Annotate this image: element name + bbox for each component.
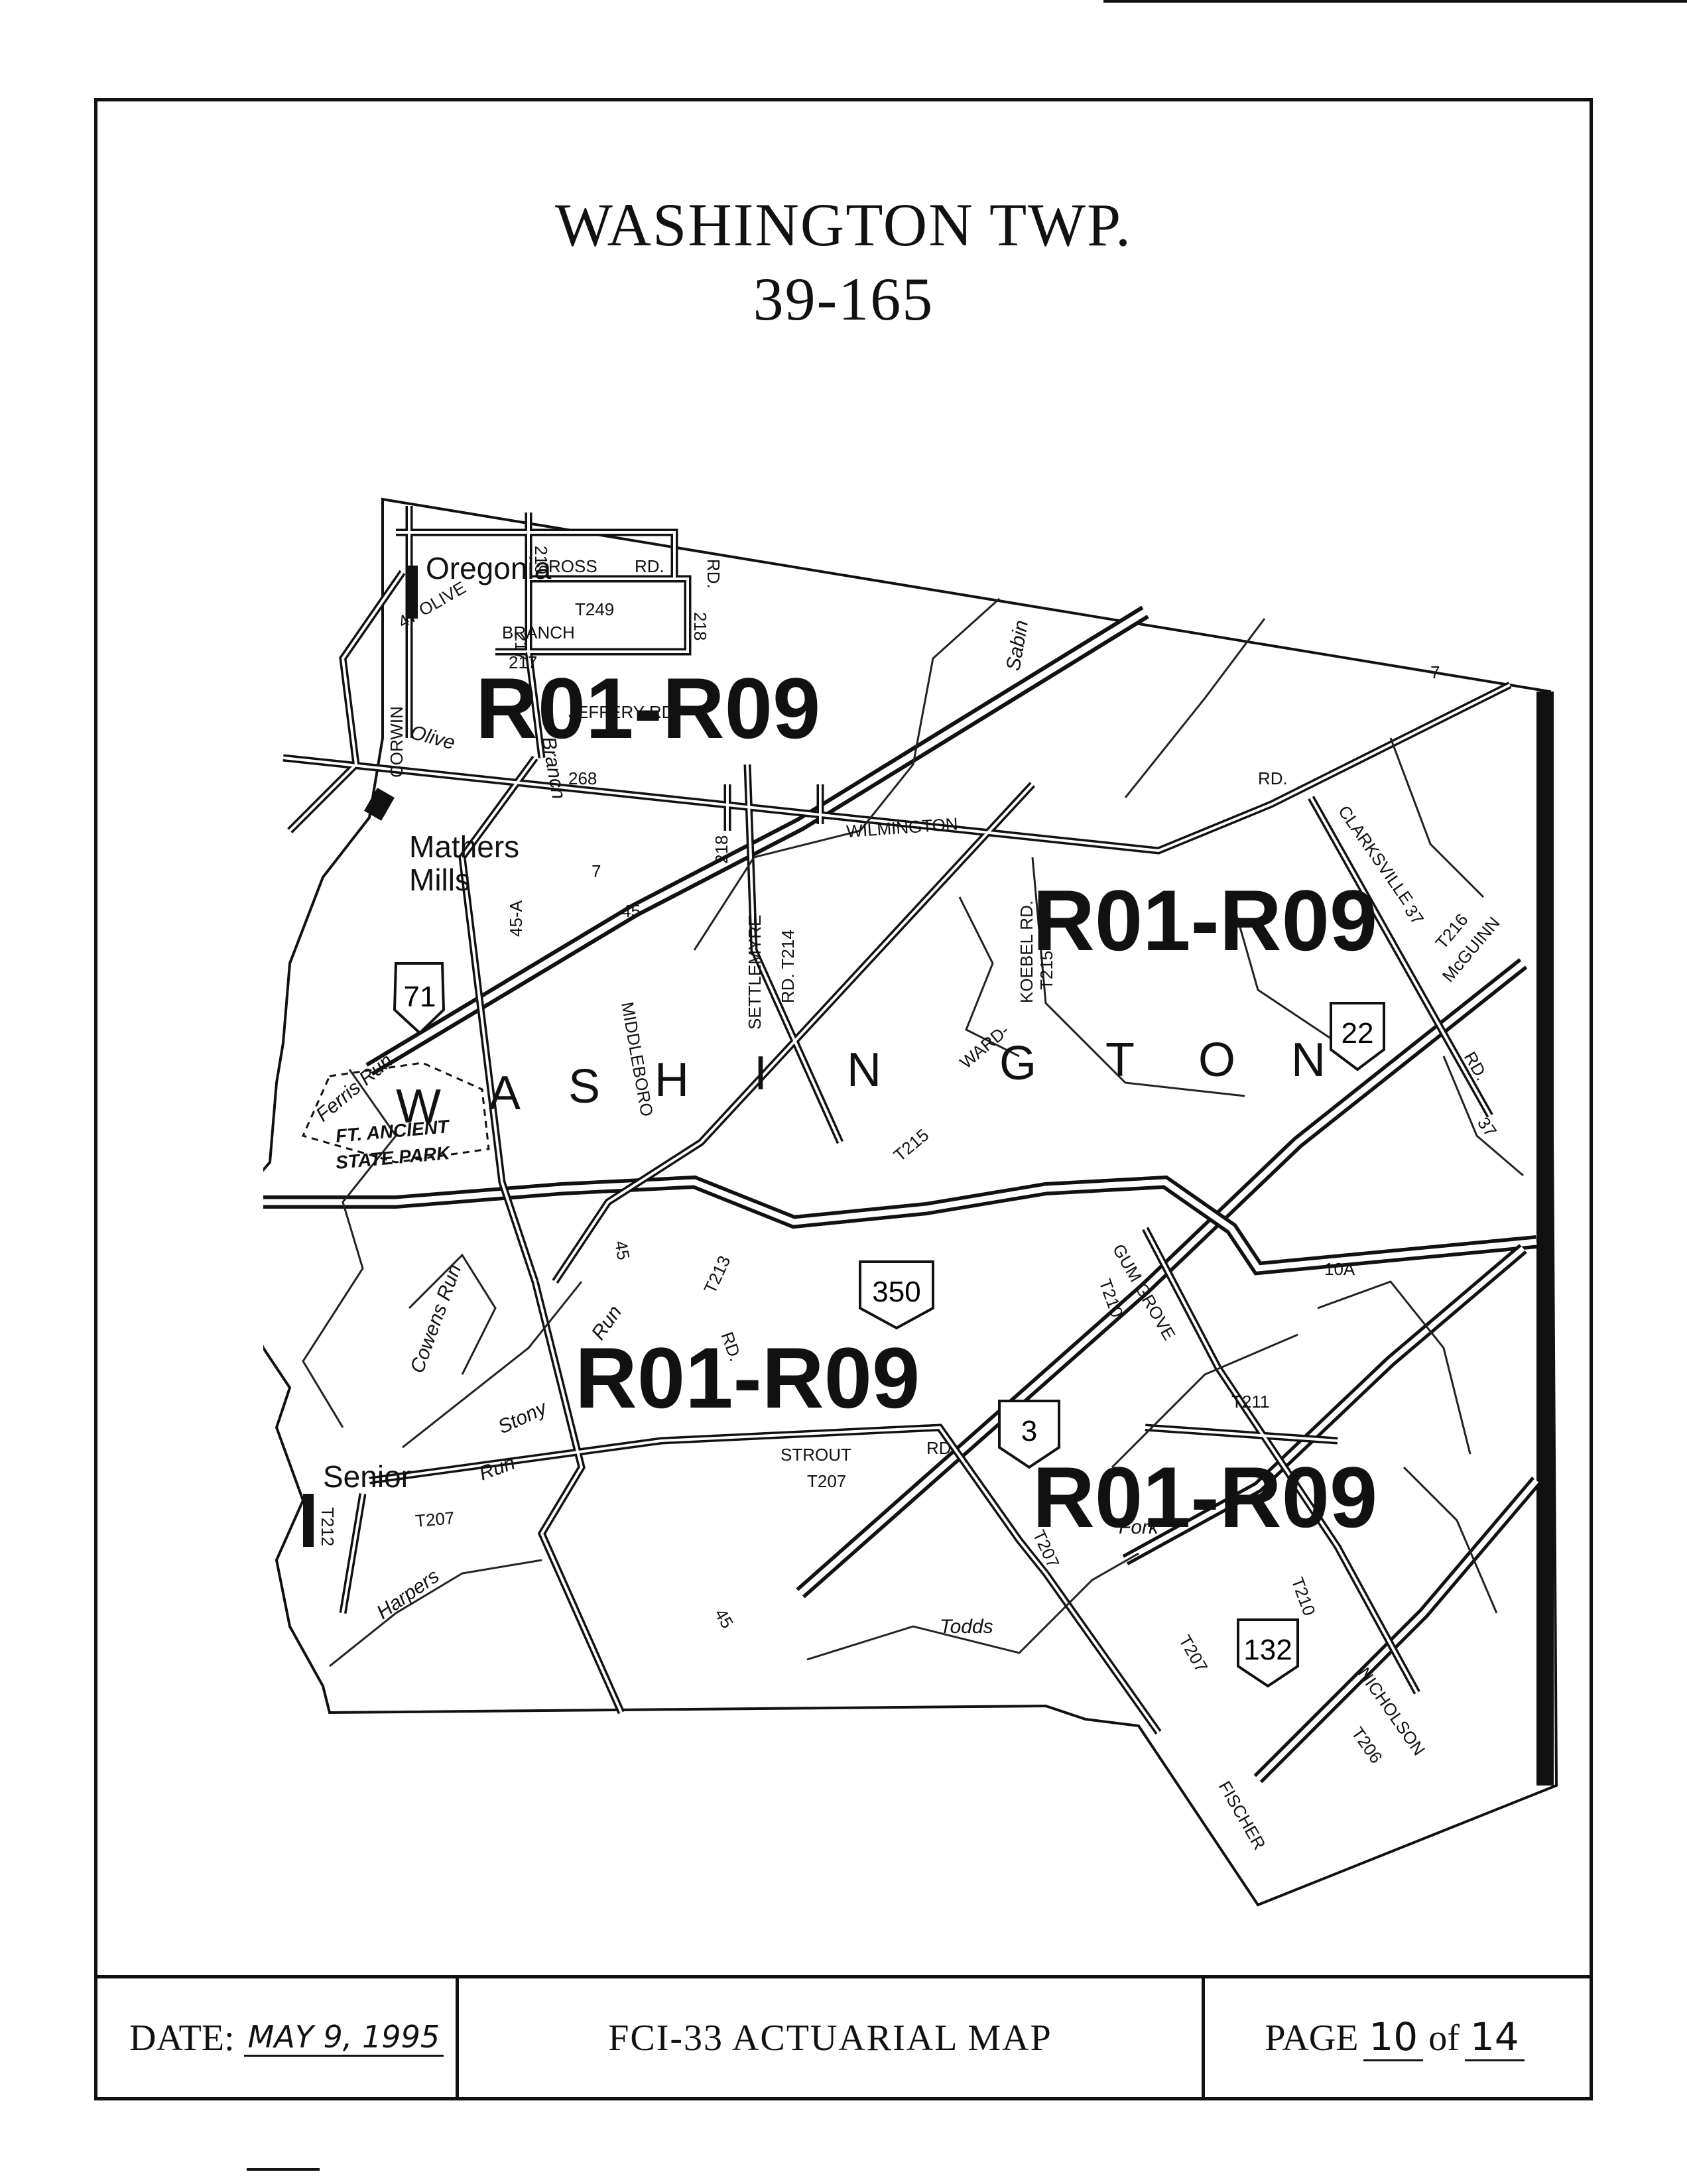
map-label: 218 xyxy=(712,835,731,864)
map-label: RD. T214 xyxy=(778,930,798,1003)
map-label: A xyxy=(489,1067,521,1120)
page-cell: PAGE 10 of 14 xyxy=(1205,1978,1590,2097)
map-label: 350 xyxy=(872,1276,920,1308)
map-label: W xyxy=(396,1080,441,1133)
map-label: 71 xyxy=(404,981,436,1013)
state-park-boundary xyxy=(301,1062,490,1164)
territory-code-4: R01-R09 xyxy=(1032,1449,1377,1546)
township-map: 71 22 350 3 132 R01-R09 R01-R09 R01-R09 … xyxy=(263,497,1558,1907)
map-label: ROSS xyxy=(548,556,597,576)
map-label: G xyxy=(999,1037,1036,1090)
county-line xyxy=(1536,692,1554,1786)
map-label: S xyxy=(568,1060,600,1113)
map-label: 217 xyxy=(511,632,531,660)
map-label: T xyxy=(1105,1034,1135,1087)
map-label: N xyxy=(1291,1034,1326,1087)
map-label: T207 xyxy=(414,1508,456,1531)
title-line-2: 39-165 xyxy=(753,265,934,333)
map-label: T207 xyxy=(807,1471,846,1491)
map-label: 10A xyxy=(1324,1259,1355,1279)
mathers-mills-marker xyxy=(364,788,395,821)
map-footer: DATE: MAY 9, 1995 FCI-33 ACTUARIAL MAP P… xyxy=(97,1975,1590,2097)
page-number: 10 xyxy=(1363,2014,1424,2061)
map-label: 219 xyxy=(531,546,551,574)
page-total: 14 xyxy=(1464,2014,1525,2061)
map-label: 268 xyxy=(568,768,597,788)
map-label: T212 xyxy=(318,1507,338,1546)
territory-code-1: R01-R09 xyxy=(475,660,820,757)
map-label: STROUT xyxy=(781,1445,851,1465)
place-oregonia: Oregonia xyxy=(426,551,552,585)
map-label: SETTLEMYRE xyxy=(745,915,765,1030)
place-mills: Mills xyxy=(409,863,470,897)
map-label: 218 xyxy=(690,612,710,640)
map-label: Fork xyxy=(1119,1516,1160,1538)
township-boundary xyxy=(263,497,1558,1907)
map-label: RD. xyxy=(1258,768,1288,788)
date-value: MAY 9, 1995 xyxy=(243,2019,444,2057)
map-label: I xyxy=(754,1047,767,1100)
map-name: FCI-33 ACTUARIAL MAP xyxy=(608,2017,1052,2059)
territory-code-3: R01-R09 xyxy=(575,1329,920,1426)
date-cell: DATE: MAY 9, 1995 xyxy=(97,1978,459,2097)
map-label: O xyxy=(1198,1034,1235,1087)
sr350-shield: 350 xyxy=(859,1260,934,1330)
map-label: BRANCH xyxy=(502,623,575,642)
map-label: CORWIN xyxy=(387,706,406,778)
map-label: Todds xyxy=(940,1616,993,1638)
place-mathers: Mathers xyxy=(409,829,519,864)
map-label: 217 xyxy=(509,652,537,672)
map-name-cell: FCI-33 ACTUARIAL MAP xyxy=(459,1978,1205,2097)
senior-marker xyxy=(303,1494,314,1547)
page-label: PAGE xyxy=(1265,2017,1359,2059)
sr3-shield: 3 xyxy=(998,1400,1060,1469)
place-senior: Senior xyxy=(323,1459,411,1494)
date-label: DATE: xyxy=(129,2017,235,2059)
map-label: 45-A xyxy=(506,900,526,937)
map-frame: WASHINGTON TWP. 39-165 xyxy=(94,98,1593,2100)
title-line-1: WASHINGTON TWP. xyxy=(555,191,1132,259)
map-label: H xyxy=(655,1054,689,1107)
map-label: RD. xyxy=(635,556,664,576)
top-edge-line xyxy=(1103,0,1687,3)
map-label: JEFFERY RD. xyxy=(568,702,679,722)
page-of: of xyxy=(1428,2017,1460,2059)
map-label: T211 xyxy=(1231,1392,1269,1412)
map-label: 132 xyxy=(1243,1634,1292,1666)
map-label: T215 xyxy=(1036,951,1056,990)
i71-shield: 71 xyxy=(393,962,446,1035)
map-label: N xyxy=(847,1044,881,1097)
map-label: RD. xyxy=(926,1438,956,1458)
map-label: 7 xyxy=(592,861,601,881)
map-label: T249 xyxy=(575,599,614,619)
map-label: 45 xyxy=(611,1239,634,1262)
sr132-shield: 132 xyxy=(1237,1618,1299,1688)
territory-code-2: R01-R09 xyxy=(1032,872,1377,969)
map-label: KOEBEL RD. xyxy=(1017,900,1036,1003)
oregonia-marker xyxy=(406,566,418,619)
map-label: 22 xyxy=(1342,1017,1374,1050)
map-label: 7 xyxy=(1430,662,1440,682)
streams xyxy=(302,597,1524,1668)
map-title: WASHINGTON TWP. 39-165 xyxy=(97,188,1590,336)
bottom-edge-mark xyxy=(247,2168,320,2171)
map-label: RD. xyxy=(704,559,723,589)
map-label: 45 xyxy=(621,901,641,921)
us22-shield: 22 xyxy=(1330,1002,1385,1071)
map-label: 3 xyxy=(1021,1415,1037,1447)
